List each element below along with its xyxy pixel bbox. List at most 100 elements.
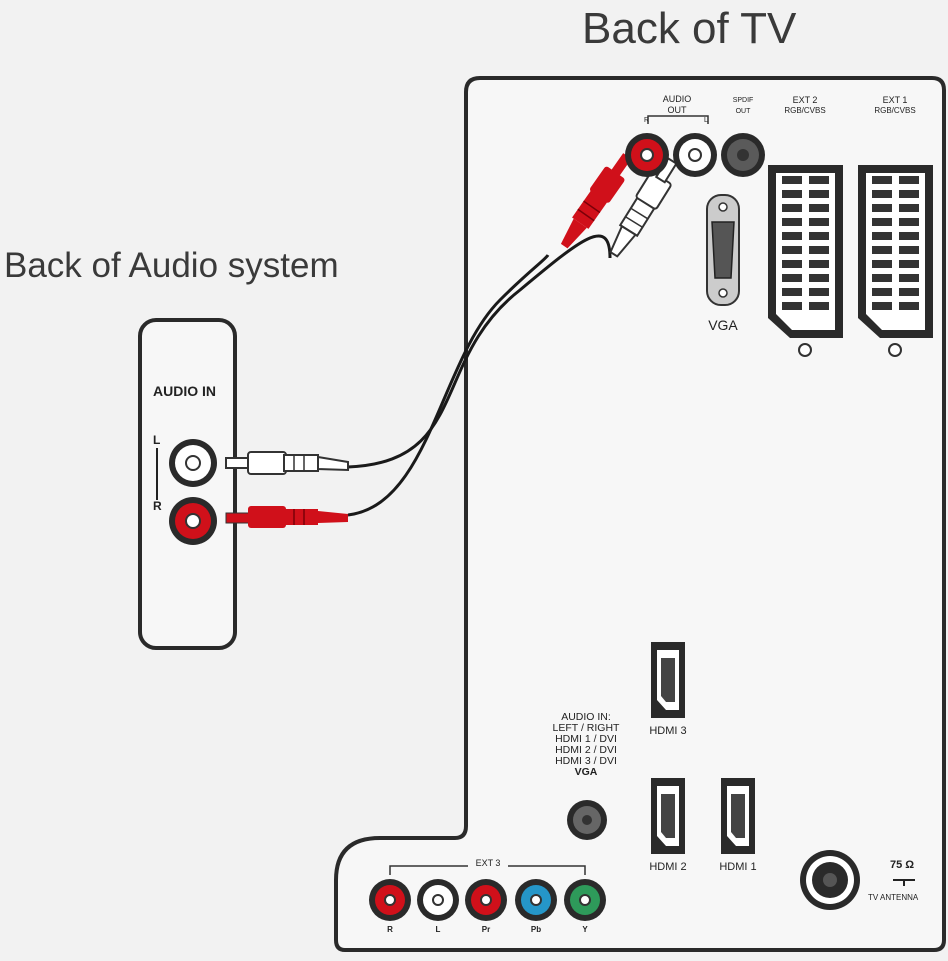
scart-pin: [782, 218, 802, 226]
audio-in-line: AUDIO IN:: [561, 711, 611, 723]
ext3-jack-pb[interactable]: [515, 879, 557, 921]
scart-pin: [872, 204, 892, 212]
tv-spdif-out-jack[interactable]: [721, 133, 765, 177]
audio-out-sub-label: OUT: [664, 105, 690, 116]
audio-system-jack-right[interactable]: [169, 497, 217, 545]
ext1-label: EXT 1: [882, 95, 908, 105]
ext1-sub-label: RGB/CVBS: [874, 106, 916, 115]
scart-pin: [809, 274, 829, 282]
scart-pin: [872, 288, 892, 296]
ext3-port-label: Pb: [530, 925, 542, 934]
tv-hdmi3-port[interactable]: [651, 642, 685, 718]
tv-audio-out-right-jack[interactable]: [625, 133, 669, 177]
audio-in-label: AUDIO IN: [153, 383, 216, 399]
tv-audio-in-label-block: AUDIO IN: LEFT / RIGHT HDMI 1 / DVI HDMI…: [536, 711, 636, 779]
scart-pin: [899, 218, 919, 226]
hdmi1-label: HDMI 1: [719, 861, 757, 873]
red-audio-cable: [347, 254, 550, 517]
tv-ext1-scart-port[interactable]: [858, 165, 933, 357]
audio-system-jack-left[interactable]: [169, 439, 217, 487]
hdmi3-label: HDMI 3: [649, 725, 687, 737]
hdmi2-label: HDMI 2: [649, 861, 687, 873]
ext3-jack-l[interactable]: [417, 879, 459, 921]
ext3-port-label: Pr: [481, 925, 491, 934]
tv-antenna-port[interactable]: [800, 850, 860, 910]
scart-pin: [809, 288, 829, 296]
scart-pin: [899, 204, 919, 212]
scart-pin: [809, 218, 829, 226]
scart-pin: [809, 190, 829, 198]
scart-pin: [809, 246, 829, 254]
scart-pin: [872, 302, 892, 310]
tv-audio-in-jack[interactable]: [567, 800, 607, 840]
scart-pin: [899, 260, 919, 268]
scart-pin: [809, 302, 829, 310]
scart-pin: [872, 260, 892, 268]
scart-pin: [782, 302, 802, 310]
scart-pin: [809, 204, 829, 212]
audio-out-r-label: R: [644, 117, 650, 124]
red-rca-plug-tv: [560, 153, 632, 249]
spdif-label: SPDIF: [732, 97, 754, 104]
scart-pin: [782, 190, 802, 198]
ext3-jack-pr[interactable]: [465, 879, 507, 921]
scart-pin: [899, 176, 919, 184]
scart-pin: [872, 246, 892, 254]
antenna-symbol: [893, 879, 915, 886]
ext3-jacks: [369, 879, 606, 921]
audio-in-line: HDMI 3 / DVI: [555, 755, 617, 768]
scart-pin: [899, 274, 919, 282]
audio-out-bracket: [647, 115, 709, 124]
ext3-port-label: R: [387, 925, 393, 934]
tv-ext2-scart-port[interactable]: [768, 146, 843, 357]
antenna-ohm-label: 75 Ω: [890, 859, 915, 871]
audio-in-line: HDMI 1 / DVI: [555, 733, 617, 746]
audio-in-line: VGA: [574, 766, 598, 779]
antenna-label: TV ANTENNA: [868, 893, 919, 902]
audio-in-line: LEFT / RIGHT: [552, 722, 620, 735]
audio-out-l-label: L: [704, 117, 708, 124]
scart-pin: [782, 288, 802, 296]
scart-pin: [872, 190, 892, 198]
scart-pin: [872, 176, 892, 184]
scart-pin: [782, 246, 802, 254]
ext3-port-label: Y: [582, 925, 588, 934]
audio-right-label: R: [153, 499, 162, 513]
audio-system-title: Back of Audio system: [4, 246, 339, 285]
scart-pin: [782, 176, 802, 184]
scart-pins: [782, 176, 919, 310]
scart-pin: [872, 232, 892, 240]
spdif-sub-label: OUT: [735, 108, 751, 115]
audio-out-label: AUDIO: [662, 94, 692, 104]
red-rca-plug-audio: [225, 506, 348, 528]
ext3-jack-y[interactable]: [564, 879, 606, 921]
tv-hdmi2-port[interactable]: [651, 778, 685, 854]
scart-pin: [899, 232, 919, 240]
tv-vga-port[interactable]: [706, 194, 740, 306]
scart-pin: [809, 260, 829, 268]
scart-pin: [899, 302, 919, 310]
audio-left-label: L: [153, 433, 161, 447]
scart-pin: [782, 232, 802, 240]
ext2-label: EXT 2: [792, 95, 818, 105]
scart-pin: [899, 288, 919, 296]
scart-pin: [872, 218, 892, 226]
ext3-port-label: L: [435, 925, 441, 934]
scart-pin: [809, 232, 829, 240]
white-rca-plug-audio: [225, 451, 349, 475]
scart-pin: [782, 274, 802, 282]
scart-pin: [872, 274, 892, 282]
tv-title: Back of TV: [582, 4, 797, 53]
scart-pin: [899, 246, 919, 254]
ext2-sub-label: RGB/CVBS: [784, 106, 826, 115]
tv-audio-out-left-jack[interactable]: [673, 133, 717, 177]
white-rca-plug-tv: [609, 156, 678, 258]
vga-label: VGA: [708, 317, 738, 333]
tv-hdmi1-port[interactable]: [721, 778, 755, 854]
ext3-jack-r[interactable]: [369, 879, 411, 921]
scart-pin: [782, 204, 802, 212]
scart-pin: [899, 190, 919, 198]
scart-pin: [782, 260, 802, 268]
